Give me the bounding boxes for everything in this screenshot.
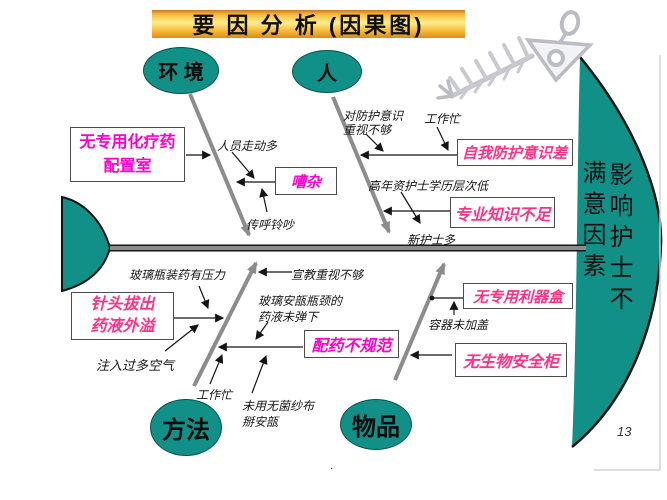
category-oval-person: 人 xyxy=(292,50,362,93)
cause-protection-awareness: 对防护意识 重视不够 xyxy=(343,109,404,137)
fish-tail-shape xyxy=(61,195,112,293)
cause-busy-bottom: 工作忙 xyxy=(196,388,233,402)
arrow-too-much-air xyxy=(164,324,199,352)
bone-environment xyxy=(188,93,251,237)
junction-dot xyxy=(429,295,435,301)
bone-person xyxy=(331,96,391,234)
cause-container-uncovered: 容器未加盖 xyxy=(428,318,489,332)
stray-dot: . xyxy=(330,458,334,472)
cause-walking: 人员走动多 xyxy=(217,139,278,153)
branch-arrows xyxy=(164,126,463,394)
category-oval-material: 物品 xyxy=(340,399,412,450)
category-label-person: 人 xyxy=(317,63,337,85)
arrow-bottle-pressure xyxy=(198,285,210,310)
fish-head-shape xyxy=(572,57,662,447)
cause-box-dispensing: 配药不规范 xyxy=(304,330,399,358)
title-bar: 要 因 分 析 (因果图) xyxy=(152,10,465,38)
arrow-pager xyxy=(259,187,269,213)
cause-education: 宣教重视不够 xyxy=(291,268,364,282)
cause-box-biosafety-cabinet: 无生物安全柜 xyxy=(455,343,567,377)
cause-too-much-air: 注入过多空气 xyxy=(96,358,175,373)
arrow-busy-top xyxy=(436,126,449,152)
category-label-material: 物品 xyxy=(352,414,400,441)
arrow-ampoule-neck xyxy=(255,321,269,340)
arrow-walking xyxy=(231,151,255,179)
cause-box-self-protection: 自我防护意识差 xyxy=(457,139,573,166)
category-label-environment: 环 境 xyxy=(158,62,204,84)
cause-no-gauze: 未用无菌纱布 掰安瓿 xyxy=(242,399,315,429)
bone-method xyxy=(192,261,258,387)
page-number: 13 xyxy=(617,424,632,439)
fish-head-outline xyxy=(571,56,663,448)
cause-pager: 传呼铃吵 xyxy=(246,218,295,232)
bone-material xyxy=(393,262,446,381)
cause-box-noisy: 嘈杂 xyxy=(275,167,337,195)
cause-box-no-chemo-room: 无专用化疗药 配置室 xyxy=(70,127,185,182)
cause-box-knowledge: 专业知识不足 xyxy=(450,197,555,228)
arrow-no-gauze xyxy=(251,354,268,394)
category-oval-environment: 环 境 xyxy=(143,47,219,94)
cause-busy-top: 工作忙 xyxy=(424,112,461,126)
effect-text-column-right: 影响护士不 xyxy=(609,162,634,313)
arrow-busy-bottom xyxy=(209,353,224,385)
fish-skeleton-pendant-icon xyxy=(436,10,594,100)
cause-box-sharps-box: 无专用利器盒 xyxy=(463,283,573,309)
arrow-protection-awareness xyxy=(365,133,384,152)
category-oval-method: 方法 xyxy=(150,399,222,456)
slide-title: 要 因 分 析 (因果图) xyxy=(192,13,425,38)
cause-new-nurses: 新护士多 xyxy=(407,233,456,247)
cause-senior-low-edu: 高年资护士学历层次低 xyxy=(368,179,489,193)
effect-text-column-left: 满意因素 xyxy=(582,160,607,280)
arrow-senior-low-edu xyxy=(400,191,421,224)
cause-bottle-pressure: 玻璃瓶装药有压力 xyxy=(129,268,226,282)
cause-ampoule-neck: 玻璃安瓿瓶颈的 药液未弹下 xyxy=(258,294,343,324)
category-label-method: 方法 xyxy=(162,417,210,444)
cause-box-needle-spill: 针头拔出 药液外溢 xyxy=(71,292,174,340)
